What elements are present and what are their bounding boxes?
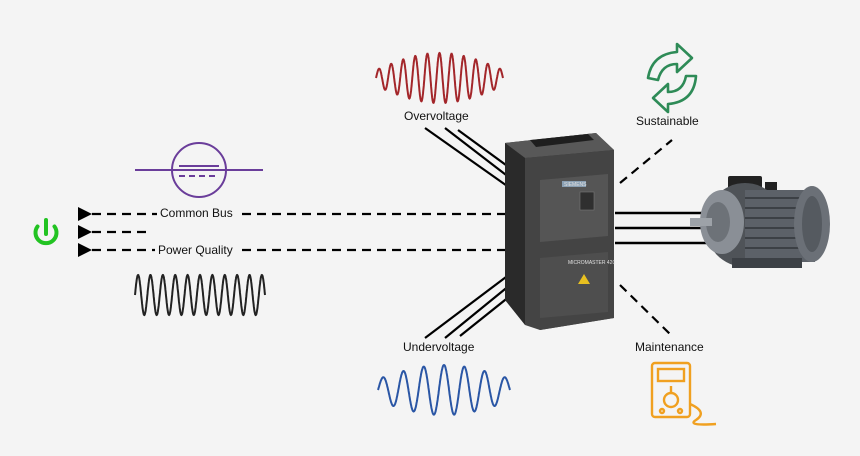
undervoltage-lead — [424, 273, 511, 339]
undervoltage-wave — [377, 363, 511, 416]
dashed-status-lines — [619, 139, 673, 337]
common-bus-label: Common Bus — [157, 206, 236, 220]
sustainable-line — [619, 139, 673, 184]
sustainable-label: Sustainable — [633, 114, 702, 128]
arrow-head — [78, 225, 92, 239]
arrow-head — [78, 207, 92, 221]
recycle-icon — [646, 42, 698, 114]
arrow-head — [78, 243, 92, 257]
drive-brand-text: SIEMENS — [564, 182, 587, 188]
multimeter-icon — [650, 361, 717, 426]
inverter-drive: SIEMENS MICROMASTER 420 — [505, 133, 615, 330]
undervoltage-lead — [444, 284, 511, 339]
dashed-bus-lines — [92, 212, 508, 252]
power-icon — [33, 218, 59, 246]
undervoltage-lead — [459, 295, 511, 337]
power-quality-label: Power Quality — [155, 243, 236, 257]
maintenance-label: Maintenance — [632, 340, 707, 354]
motor-feed-lines — [615, 211, 715, 245]
maintenance-line — [619, 284, 673, 337]
drive-model-text: MICROMASTER 420 — [568, 260, 615, 266]
undervoltage-label: Undervoltage — [400, 340, 478, 354]
overvoltage-wave — [375, 51, 504, 104]
overvoltage-lead — [457, 129, 511, 169]
voltage-leads — [424, 127, 511, 339]
input-arrows — [78, 207, 92, 257]
power-quality-wave — [134, 273, 266, 317]
overvoltage-label: Overvoltage — [401, 109, 472, 123]
overvoltage-lead — [424, 127, 511, 189]
overvoltage-lead — [444, 127, 511, 179]
bus-symbol-icon — [135, 142, 263, 198]
motor-icon — [690, 176, 830, 268]
